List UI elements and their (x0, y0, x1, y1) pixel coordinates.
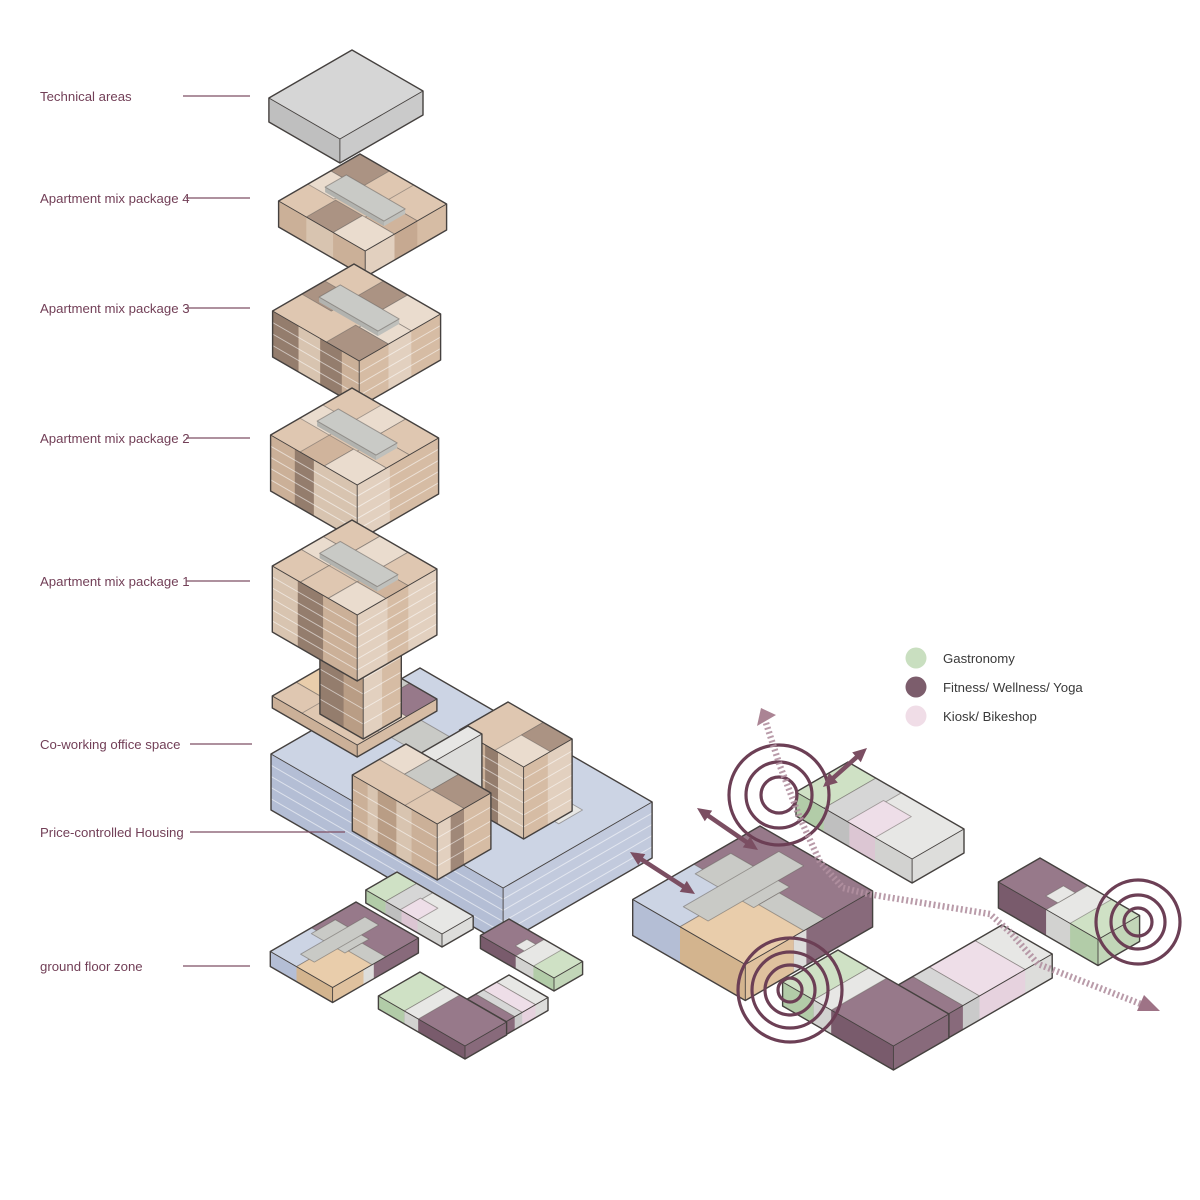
label-technical-areas: Technical areas (40, 89, 132, 104)
legend: Gastronomy Fitness/ Wellness/ Yoga Kiosk… (905, 647, 1083, 727)
label-apartment-mix-3: Apartment mix package 3 (40, 301, 190, 316)
gf-lshape-front-arm (377, 971, 508, 1060)
gf-upper-slab (365, 871, 474, 948)
apartment-mix-3-block (271, 263, 442, 408)
legend-label-fitness-wellness-yoga: Fitness/ Wellness/ Yoga (943, 680, 1083, 695)
plan-main-slab (632, 825, 874, 1002)
annotation-overlay-layer (630, 708, 1182, 1044)
plan-right-slab (997, 857, 1141, 967)
radiating-rings-icon (736, 936, 844, 1044)
apartment-mix-2-block (269, 387, 440, 542)
double-arrow-icon (823, 748, 867, 787)
label-apartment-mix-1: Apartment mix package 1 (40, 574, 190, 589)
apartment-mix-1-block (271, 519, 438, 682)
legend-label-kiosk-bikeshop: Kiosk/ Bikeshop (943, 709, 1037, 724)
gf-right-slab (479, 918, 584, 992)
label-ground-floor-zone: ground floor zone (40, 959, 143, 974)
apartment-mix-4-block (277, 153, 448, 278)
legend-dot-gastronomy (905, 647, 927, 669)
exploded-stack-labels: Technical areas Apartment mix package 4 … (40, 89, 345, 974)
radiating-rings-icon (727, 743, 831, 847)
legend-label-gastronomy: Gastronomy (943, 651, 1015, 666)
isometric-blocks-layer (268, 49, 1141, 1071)
radiating-rings-icon (1094, 878, 1182, 966)
legend-dot-fitness-wellness-yoga (905, 676, 927, 698)
label-co-working: Co-working office space (40, 737, 181, 752)
double-arrow-icon (630, 852, 695, 894)
label-apartment-mix-2: Apartment mix package 2 (40, 431, 190, 446)
housing-front-block (351, 743, 492, 881)
technical-areas-block (268, 49, 424, 164)
double-arrow-icon (697, 808, 758, 850)
label-price-controlled-housing: Price-controlled Housing (40, 825, 184, 840)
dashed-route-path (757, 708, 1160, 1011)
gf-main-slab (269, 901, 420, 1004)
legend-dot-kiosk-bikeshop (905, 705, 927, 727)
plan-lshape-front-arm (781, 949, 950, 1071)
label-apartment-mix-4: Apartment mix package 4 (40, 191, 190, 206)
